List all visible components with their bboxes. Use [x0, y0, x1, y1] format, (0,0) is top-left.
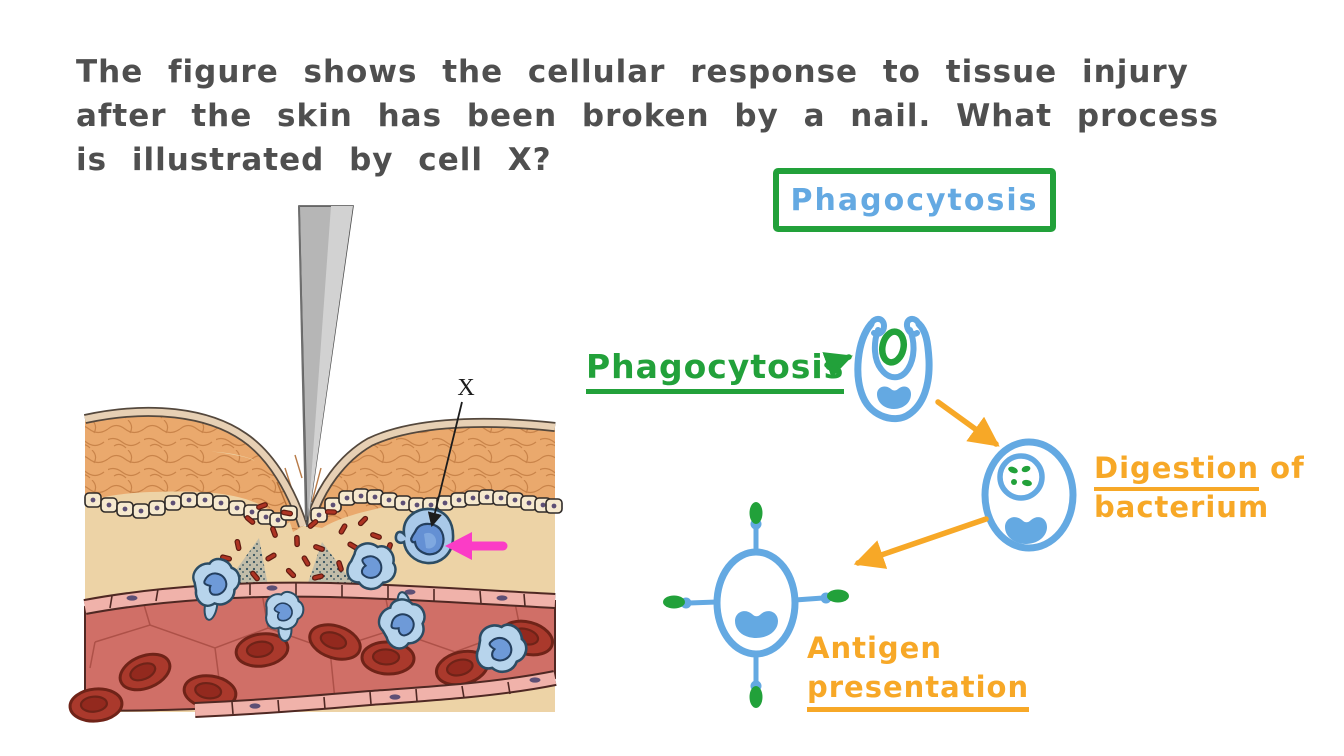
- antigen-presenting-cell: [663, 502, 849, 708]
- phagocytosis-arrow: [822, 352, 853, 378]
- nail: [298, 205, 354, 528]
- digestion-underlined-word: Digestion: [1094, 451, 1260, 491]
- antigen-step-line2: presentation: [807, 668, 1030, 712]
- epidermis-left-base: [85, 448, 293, 525]
- vessel-wall-bottom: [194, 670, 557, 718]
- cell-x-label: X: [457, 375, 474, 401]
- digestion-step-line1: Digestion of: [1094, 449, 1305, 491]
- answer-box-label: Phagocytosis: [790, 182, 1039, 218]
- basal-cell: [84, 492, 102, 508]
- digestion-rest-word: of: [1259, 451, 1305, 485]
- antigen-cell-nucleus: [735, 611, 778, 638]
- presentation-underlined-word: presentation: [807, 670, 1030, 712]
- skin-injury-illustration: X: [67, 205, 563, 725]
- bacterium: [294, 534, 300, 548]
- digestion-cell: [981, 438, 1077, 552]
- bacterium: [324, 509, 338, 515]
- digestion-step-line2: bacterium: [1094, 490, 1270, 524]
- basal-cell: [228, 500, 246, 516]
- vessel-wall-top: [83, 581, 556, 615]
- stratum-corneum: [83, 406, 556, 528]
- cell-x-pointer: X: [427, 375, 475, 528]
- antigen-step-line1: Antigen: [807, 631, 942, 665]
- magenta-arrow: [445, 532, 508, 560]
- basal-cell: [132, 503, 150, 519]
- basal-cell: [148, 500, 166, 516]
- basal-cell: [116, 501, 134, 517]
- question-line-2: after the skin has been broken by a nail…: [76, 98, 1219, 134]
- phagocytosis-cell-nucleus: [877, 386, 911, 409]
- basal-cell: [196, 492, 214, 508]
- digestion-arrow: [935, 399, 1000, 447]
- question-line-1: The figure shows the cellular response t…: [76, 54, 1189, 90]
- question-line-3: is illustrated by cell X?: [76, 142, 552, 178]
- answer-box: Phagocytosis: [773, 168, 1056, 232]
- antigen-step-label: Antigen presentation: [807, 629, 1030, 712]
- question-text: The figure shows the cellular response t…: [76, 50, 1219, 182]
- basal-cell: [212, 495, 230, 511]
- presented-antigens: [663, 502, 849, 708]
- digestion-cell-nucleus: [1005, 517, 1047, 544]
- basal-cell: [310, 507, 328, 523]
- flow-diagram: [663, 316, 1077, 708]
- red-blood-cell: [67, 685, 125, 725]
- phagocytosis-step-text: Phagocytosis: [586, 347, 845, 394]
- basal-cell: [164, 495, 182, 511]
- antigen-arrow: [853, 516, 989, 569]
- phagocytosis-cell: [854, 316, 933, 423]
- basal-cell: [545, 498, 563, 514]
- engulfed-bacterium: [878, 328, 908, 366]
- phagocytosis-step-label: Phagocytosis: [586, 347, 845, 394]
- digestion-step-label: Digestion of bacterium: [1094, 449, 1305, 527]
- basal-cell: [180, 492, 198, 508]
- basal-cell: [100, 497, 118, 513]
- digested-bacterium-fragments: [1008, 465, 1032, 487]
- blood-vessel: [67, 581, 558, 725]
